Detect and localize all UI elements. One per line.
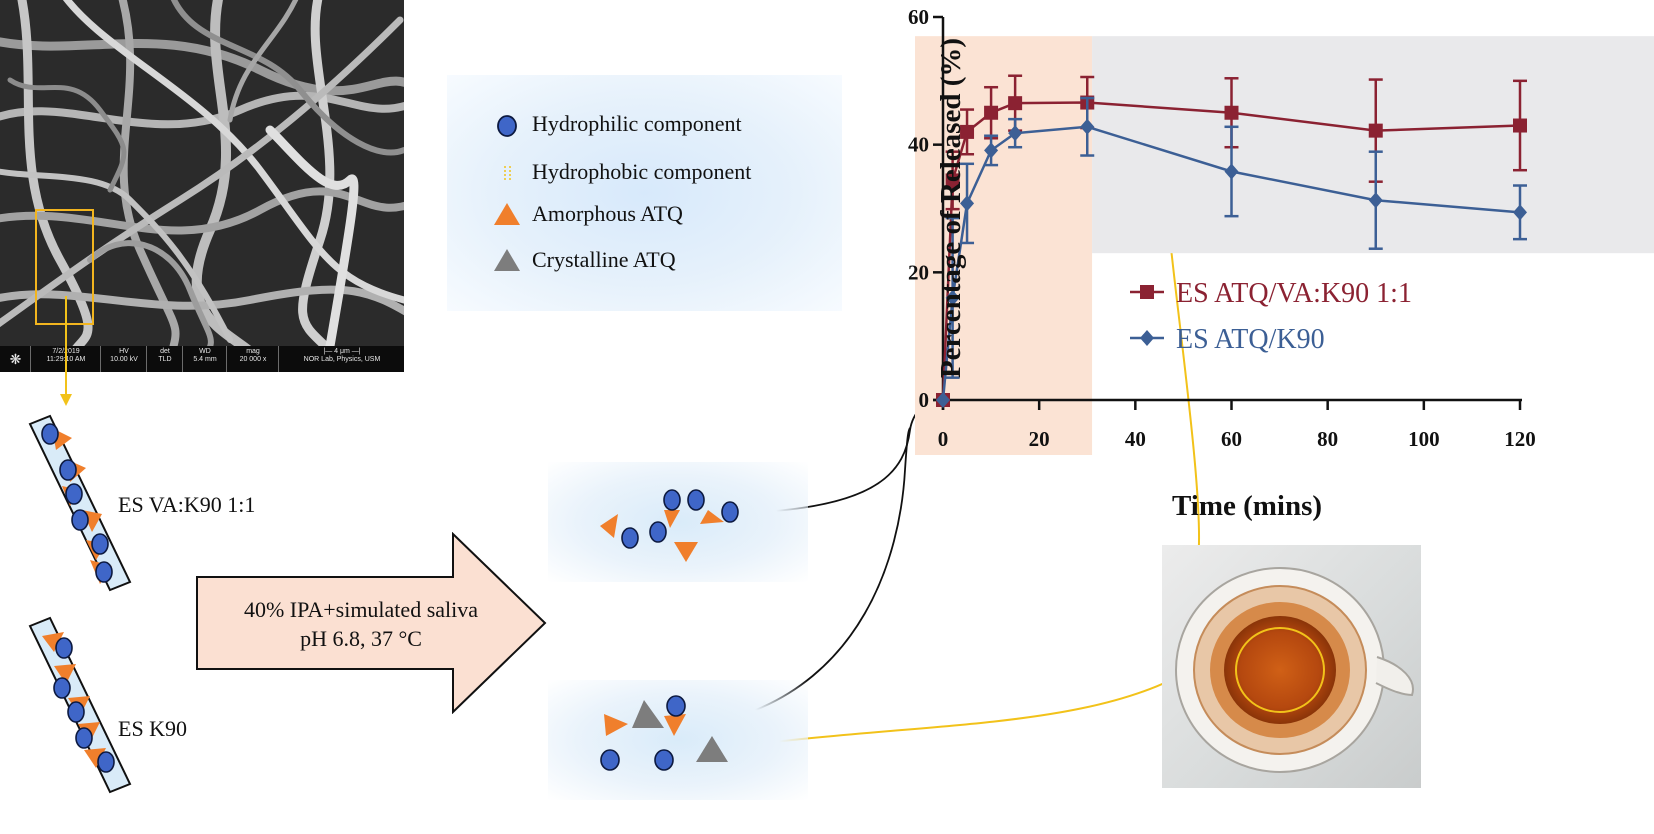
data-point xyxy=(960,195,975,212)
data-point xyxy=(1224,163,1239,180)
release-chart: 0 20 40 60 0 20 40 60 80 100 120 ES ATQ/VA:K90 1:1… xyxy=(908,5,1654,522)
fiber-va-k90-label: ES VA:K90 1:1 xyxy=(118,492,256,517)
legend-marker xyxy=(1140,285,1154,299)
process-line-1: 40% IPA+simulated saliva xyxy=(243,597,479,622)
sem-hv-value: 10.00 kV xyxy=(110,356,138,363)
data-point xyxy=(945,289,960,306)
data-point xyxy=(1224,105,1239,120)
beaker-illustration xyxy=(1175,567,1414,773)
data-point xyxy=(984,142,999,159)
sem-micrograph: ❋ 7/2/2019 11:29:10 AM HV 10.00 kV det T… xyxy=(0,0,404,372)
sem-to-fiber-arrowhead xyxy=(60,394,72,406)
y-tick-label: 0 xyxy=(919,388,930,412)
sem-mag: mag 20 000 x xyxy=(226,346,278,372)
cluster-va-k90 xyxy=(548,462,808,582)
process-conditions: 40% IPA+simulated saliva pH 6.8, 37 °C xyxy=(200,595,522,653)
data-point xyxy=(1368,192,1383,209)
sem-scale-text: 4 μm xyxy=(334,348,350,355)
crystalline-triangle-icon xyxy=(494,249,520,271)
hydrophilic-icon xyxy=(497,115,517,137)
data-point xyxy=(984,105,999,120)
cluster-va-k90-particles xyxy=(600,489,739,562)
y-tick-label: 60 xyxy=(908,5,929,29)
data-point xyxy=(1008,96,1023,111)
data-point xyxy=(945,173,960,188)
sem-scale: |— 4 μm —| NOR Lab, Physics, USM xyxy=(278,346,404,372)
process-line-2: pH 6.8, 37 °C xyxy=(300,626,422,651)
sem-mag-label: mag xyxy=(246,348,260,355)
sem-lab: NOR Lab, Physics, USM xyxy=(303,356,381,363)
sem-info-bar: ❋ 7/2/2019 11:29:10 AM HV 10.00 kV det T… xyxy=(0,346,404,372)
cluster-k90-particles xyxy=(600,695,728,771)
sem-det: det TLD xyxy=(146,346,182,372)
fiber-k90-particles xyxy=(42,632,115,773)
process-arrow xyxy=(196,532,547,714)
data-point xyxy=(936,392,950,408)
sem-mag-value: 20 000 x xyxy=(239,356,267,363)
beaker-callout-circle xyxy=(1235,627,1325,713)
x-tick-label: 20 xyxy=(1029,427,1050,451)
data-point xyxy=(1368,123,1383,138)
sem-det-value: TLD xyxy=(158,356,172,363)
y-tick-label: 40 xyxy=(908,133,929,157)
x-tick-label: 120 xyxy=(1504,427,1536,451)
y-tick-label: 20 xyxy=(908,260,929,284)
fiber-va-k90 xyxy=(28,414,132,592)
data-point xyxy=(1513,118,1527,133)
sem-wd-label: WD xyxy=(199,348,211,355)
fiber-k90 xyxy=(28,616,132,794)
data-point xyxy=(1008,125,1023,142)
fiber-va-k90-particles xyxy=(41,423,113,584)
amorphous-triangle-icon xyxy=(494,203,520,225)
legend-label: ES ATQ/K90 xyxy=(1176,324,1325,355)
fiber-k90-label: ES K90 xyxy=(118,716,188,741)
sem-scale-label: |— 4 μm —| xyxy=(323,348,361,355)
hydrophobic-icon xyxy=(504,166,511,180)
sem-hv: HV 10.00 kV xyxy=(100,346,146,372)
legend-crystalline: Crystalline ATQ xyxy=(532,247,676,272)
sem-fibers xyxy=(0,0,404,346)
sem-wd-value: 5.4 mm xyxy=(193,356,217,363)
x-tick-label: 80 xyxy=(1317,427,1338,451)
data-point xyxy=(1080,118,1095,135)
chart-x-axis-title: Time (mins) xyxy=(1172,490,1322,522)
data-point xyxy=(1513,204,1527,221)
sem-zoom-box xyxy=(35,209,94,325)
x-tick-label: 100 xyxy=(1408,427,1440,451)
beaker-liquid xyxy=(1224,616,1336,724)
sem-det-label: det xyxy=(160,348,170,355)
sem-logo-icon: ❋ xyxy=(9,351,22,367)
chart-y-axis-title: Percentage of Released (%) xyxy=(935,38,967,378)
x-tick-label: 0 xyxy=(938,427,949,451)
legend-amorphous: Amorphous ATQ xyxy=(532,201,683,226)
x-tick-label: 60 xyxy=(1221,427,1242,451)
cluster-k90 xyxy=(548,680,808,800)
shaded-region-late xyxy=(1092,36,1654,254)
legend-hydrophilic: Hydrophilic component xyxy=(532,111,742,136)
sem-wd: WD 5.4 mm xyxy=(182,346,226,372)
legend-hydrophobic: Hydrophobic component xyxy=(532,159,752,184)
beaker-photo xyxy=(1162,545,1421,788)
beaker-spout xyxy=(1375,656,1414,697)
legend-box: Hydrophilic component Hydrophobic compon… xyxy=(447,75,842,311)
legend-label: ES ATQ/VA:K90 1:1 xyxy=(1176,278,1412,309)
legend-marker xyxy=(1140,330,1154,346)
series-1 xyxy=(936,96,1527,408)
series-0 xyxy=(936,74,1527,407)
sem-hv-label: HV xyxy=(119,348,129,355)
x-tick-label: 40 xyxy=(1125,427,1146,451)
data-point xyxy=(960,124,975,139)
